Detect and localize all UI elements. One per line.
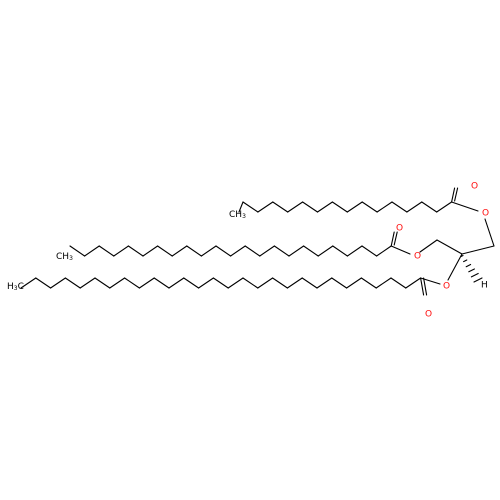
chain-2-carbonyl-bond-b — [393, 231, 398, 246]
chain-2-bond-16 — [303, 245, 319, 257]
chain-1-bond-5 — [302, 201, 319, 213]
chain-2-bond-5 — [142, 245, 159, 257]
chain-3-bond-26 — [405, 277, 422, 289]
glycerol-bond-a — [484, 218, 495, 247]
chain-3-bond-15 — [242, 277, 259, 289]
bond-lines — [20, 187, 495, 296]
chain-3-bond-12 — [198, 277, 214, 289]
chain-1-bond-12 — [406, 201, 423, 213]
chain-1-ester-bond — [451, 201, 479, 212]
stereo-hash-1 — [463, 259, 468, 263]
chain-3-bond-5 — [94, 277, 111, 289]
chain-3-bond-7 — [124, 277, 140, 289]
chain-3-bond-9 — [153, 277, 170, 289]
ester-oxygen-chain-3: O — [443, 282, 450, 292]
chain-2-bond-19 — [346, 245, 363, 257]
chain-3-bond-22 — [346, 277, 362, 289]
chain-3-bond-25 — [390, 277, 407, 289]
chain-2-bond-10 — [215, 245, 232, 257]
methyl-label-chain-1: CH3 — [229, 210, 246, 220]
chain-1-bond-0 — [238, 201, 244, 213]
carbonyl-oxygen-chain-1: O — [471, 182, 478, 192]
chain-1-bond-2 — [257, 201, 274, 213]
chain-2-bond-12 — [244, 245, 261, 257]
chain-3-bond-19 — [301, 277, 318, 289]
chain-3-carbonyl-bond-b — [423, 277, 428, 296]
chain-1-bond-13 — [421, 201, 438, 213]
carbonyl-oxygen-chain-3: O — [425, 310, 432, 320]
chain-2-bond-8 — [186, 245, 202, 257]
chain-1-bond-3 — [272, 201, 289, 213]
chain-1-bond-9 — [361, 201, 378, 213]
chain-3-bond-8 — [138, 277, 155, 289]
chain-2-bond-20 — [361, 245, 378, 257]
glycerol-bond-b — [419, 239, 438, 253]
chain-3-bond-2 — [50, 277, 66, 289]
chain-3-bond-17 — [272, 277, 288, 289]
chain-1-bond-10 — [376, 201, 393, 213]
methyl-label-chain-2: CH3 — [56, 252, 73, 262]
chain-3-bond-4 — [79, 277, 96, 289]
chain-2-bond-0 — [69, 245, 86, 257]
chain-1-bond-6 — [316, 201, 333, 213]
methyl-label-chain-3: H3C — [7, 282, 24, 292]
stereo-hydrogen: H — [481, 281, 488, 291]
chain-2-bond-18 — [332, 245, 348, 257]
chain-1-bond-8 — [346, 201, 363, 213]
ester-oxygen-chain-2: O — [414, 252, 421, 262]
stereo-hash-3 — [468, 268, 475, 273]
chain-3-bond-6 — [109, 277, 126, 289]
chain-1-bond-7 — [331, 201, 348, 213]
carbonyl-oxygen-chain-2: O — [396, 224, 403, 234]
chain-2-bond-9 — [200, 245, 217, 257]
chain-1-carbonyl-bond-a — [451, 187, 456, 203]
chain-3-bond-10 — [168, 277, 185, 289]
atom-labels: CH3 CH3 H3C O O O O O O H — [7, 182, 489, 320]
chain-1-bond-11 — [391, 201, 408, 213]
chain-2-bond-2 — [98, 245, 115, 257]
chain-2-bond-14 — [273, 245, 290, 257]
chain-1-carbonyl-bond-b — [454, 187, 459, 202]
chain-3-bond-23 — [360, 277, 377, 289]
chain-1-bond-4 — [287, 201, 304, 213]
chain-2-bond-6 — [157, 245, 173, 257]
chain-1-bond-14 — [436, 201, 453, 213]
chain-3-bond-11 — [183, 277, 200, 289]
chain-3-bond-1 — [35, 277, 52, 289]
chain-2-ester-bond — [390, 245, 411, 255]
chain-3-ester-bond — [420, 277, 441, 285]
chain-3-bond-21 — [331, 277, 348, 289]
chain-3-carbonyl-bond-a — [420, 277, 425, 296]
chain-3-bond-20 — [316, 277, 333, 289]
stereo-hash-5 — [473, 277, 483, 283]
chain-3-bond-18 — [286, 277, 303, 289]
stereo-hash-0 — [460, 254, 464, 258]
chain-2-bond-15 — [288, 245, 305, 257]
chain-3-bond-16 — [257, 277, 274, 289]
glycerol-bond-c — [436, 239, 463, 255]
chain-3-bond-14 — [227, 277, 244, 289]
chain-2-bond-11 — [230, 245, 246, 257]
stereo-hash-4 — [470, 272, 479, 278]
chain-2-bond-13 — [259, 245, 275, 257]
chain-2-bond-21 — [376, 245, 392, 257]
chain-2-carbonyl-bond-a — [390, 231, 395, 247]
stereo-hash-2 — [465, 263, 472, 268]
glycerol-bond-d — [461, 245, 495, 255]
ester-oxygen-chain-1: O — [482, 209, 489, 219]
chain-3-bond-24 — [375, 277, 392, 289]
chain-3-bond-13 — [212, 277, 229, 289]
chain-2-bond-7 — [171, 245, 188, 257]
glycerol-bond-e — [447, 253, 463, 281]
chain-1-bond-1 — [242, 201, 259, 213]
chain-2-bond-4 — [127, 245, 144, 257]
chain-2-bond-3 — [113, 245, 129, 257]
chain-2-bond-17 — [317, 245, 334, 257]
chain-3-bond-3 — [64, 277, 81, 289]
chain-2-bond-1 — [84, 245, 100, 257]
chain-3-bond-0 — [20, 277, 37, 289]
